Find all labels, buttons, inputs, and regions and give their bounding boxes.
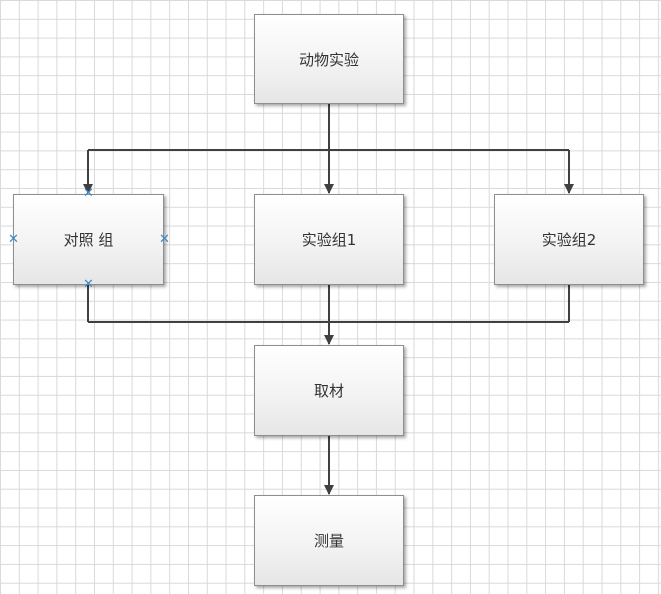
node-experiment-group-1-label: 实验组1 xyxy=(301,231,357,249)
node-sampling-label: 取材 xyxy=(313,382,344,400)
selection-handle-right[interactable]: ✕ xyxy=(159,232,170,247)
selection-handle-left[interactable]: ✕ xyxy=(8,232,19,247)
node-measurement-label: 测量 xyxy=(313,532,344,550)
node-animal-experiment[interactable]: 动物实验 xyxy=(254,14,404,104)
node-control-group-label: 对照 组 xyxy=(63,231,114,249)
node-experiment-group-2[interactable]: 实验组2 xyxy=(494,194,644,285)
node-animal-experiment-label: 动物实验 xyxy=(298,50,359,69)
selection-handle-bottom[interactable]: ✕ xyxy=(83,277,94,292)
node-control-group[interactable]: 对照 组 xyxy=(13,194,164,285)
node-experiment-group-1[interactable]: 实验组1 xyxy=(254,194,404,285)
node-experiment-group-2-label: 实验组2 xyxy=(541,231,597,249)
node-measurement[interactable]: 测量 xyxy=(254,495,404,586)
selection-handle-top[interactable]: ✕ xyxy=(83,186,94,201)
node-sampling[interactable]: 取材 xyxy=(254,345,404,436)
